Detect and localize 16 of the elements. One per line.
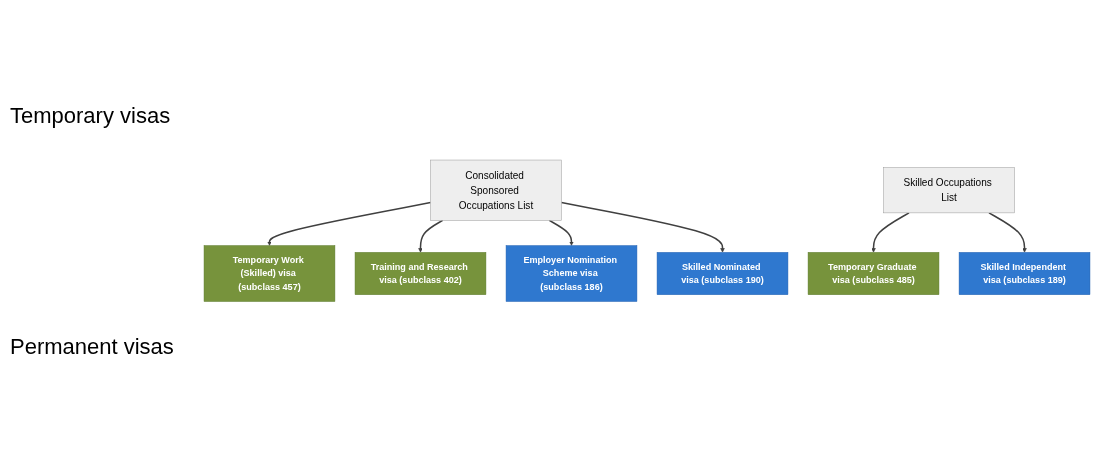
row-label: Permanent visas — [10, 333, 175, 360]
node-box: Employer Nomination Scheme visa (subclass 186) — [505, 245, 638, 302]
arrow — [560, 202, 725, 253]
node-box: Skilled Independent visa (subclass 189) — [958, 252, 1091, 296]
arrow — [418, 219, 444, 253]
arrow — [548, 219, 574, 247]
node-box: Skilled Occupations List — [883, 167, 1015, 214]
arrow — [988, 212, 1027, 253]
node-box: Temporary Work (Skilled) visa (subclass 457) — [203, 245, 336, 302]
arrow — [267, 202, 432, 247]
node-box: Training and Research visa (subclass 402) — [354, 252, 487, 296]
node-box: Temporary Graduate visa (subclass 485) — [807, 252, 940, 296]
node-box: Consolidated Sponsored Occupations List — [430, 160, 562, 221]
arrow — [871, 212, 910, 253]
node-box: Skilled Nominated visa (subclass 190) — [656, 252, 789, 296]
row-label: Temporary visas — [10, 102, 172, 129]
